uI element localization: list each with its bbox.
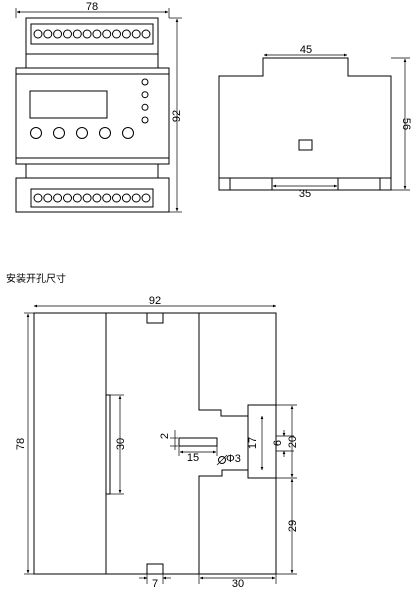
front-view: 78 92: [15, 1, 183, 213]
dim-7: 7: [152, 578, 158, 590]
top-tab: [146, 312, 164, 324]
side-body-outline: [218, 57, 392, 191]
terminal-screw: [92, 193, 102, 203]
front-button: [122, 127, 134, 139]
led-indicator: [141, 116, 149, 124]
top-terminal-block: [25, 17, 159, 55]
terminal-screw: [72, 29, 82, 39]
upper-step-profile: [198, 313, 276, 417]
terminal-screw: [112, 193, 121, 203]
terminal-screw: [63, 193, 72, 203]
lcd-display: [29, 90, 108, 119]
front-width-dim: 78: [86, 1, 98, 13]
center-slot: [178, 437, 218, 447]
terminal-screw: [102, 193, 112, 203]
terminal-screw: [112, 29, 121, 39]
led-indicator: [141, 78, 149, 86]
terminal-screw: [121, 193, 131, 203]
terminal-screw: [33, 193, 43, 203]
bottom-terminal-block: [15, 177, 170, 213]
terminal-screw: [43, 193, 53, 203]
mounting-hole: [218, 456, 226, 464]
terminal-screw: [92, 29, 102, 39]
dim-15: 15: [187, 452, 199, 464]
terminal-screw: [53, 193, 63, 203]
dim-29: 29: [287, 520, 299, 532]
led-indicator: [141, 103, 149, 111]
slot-dim: 30: [115, 438, 127, 450]
top-terminal-strip: [30, 23, 154, 45]
front-buttons: [30, 127, 134, 139]
terminal-screw: [33, 29, 43, 39]
cutout-slot: [105, 394, 111, 495]
terminal-screw: [141, 29, 151, 39]
terminal-screw: [43, 29, 53, 39]
terminal-screw: [131, 193, 141, 203]
terminal-screw: [121, 29, 131, 39]
cutout-height-dim: 78: [15, 438, 27, 450]
bottom-terminal-strip: [30, 188, 154, 208]
cutout-view: 92 78 30 2 15: [15, 295, 299, 590]
top-terminals: [33, 29, 151, 39]
front-height-dim: 92: [171, 110, 183, 122]
dim-6: 6: [272, 440, 284, 446]
terminal-screw: [102, 29, 112, 39]
terminal-screw: [72, 193, 82, 203]
side-height-dim: 56: [400, 118, 412, 130]
bottom-tab: [146, 563, 164, 575]
bottom-terminals: [33, 193, 151, 203]
terminal-screw: [82, 193, 92, 203]
cutout-outline: [33, 312, 277, 575]
front-button: [30, 127, 42, 139]
side-view: 45 56 35: [218, 44, 412, 200]
terminal-screw: [82, 29, 92, 39]
cutout-width-dim: 92: [149, 295, 161, 307]
front-button: [99, 127, 111, 139]
terminal-screw: [141, 193, 151, 203]
side-bottom-dim: 35: [299, 188, 311, 200]
dim-30-bottom: 30: [232, 578, 244, 590]
led-indicators: [141, 78, 149, 124]
side-top-dim: 45: [300, 44, 312, 56]
lower-step-profile: [198, 469, 276, 574]
terminal-screw: [53, 29, 63, 39]
cutout-caption: 安装开孔尺寸: [6, 272, 66, 285]
dim-20: 20: [287, 436, 299, 448]
side-latch: [298, 139, 313, 151]
dim-17: 17: [247, 437, 259, 449]
dim-2: 2: [159, 433, 171, 439]
front-body: [15, 67, 170, 165]
led-indicator: [141, 91, 149, 99]
front-button: [76, 127, 88, 139]
terminal-screw: [63, 29, 72, 39]
hole-label: Φ3: [226, 453, 241, 465]
front-button: [53, 127, 65, 139]
terminal-screw: [131, 29, 141, 39]
